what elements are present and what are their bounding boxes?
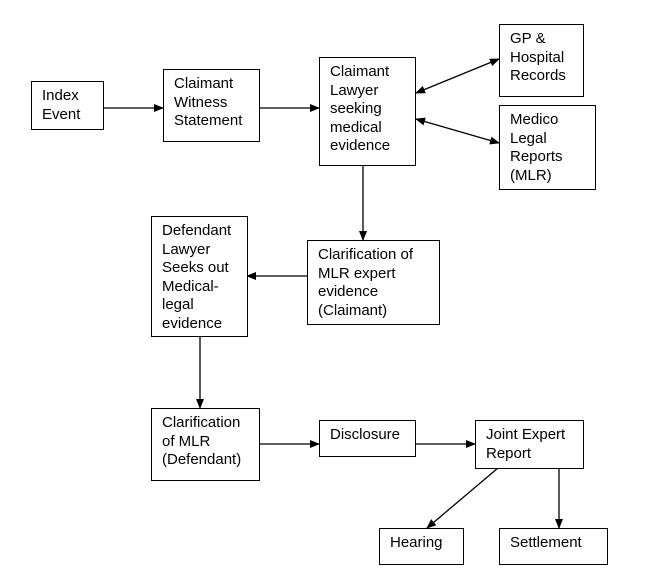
node-disclosure: Disclosure bbox=[319, 420, 416, 457]
node-joint-expert-report: Joint Expert Report bbox=[475, 420, 584, 469]
node-claimant-witness-statement: Claimant Witness Statement bbox=[163, 69, 260, 142]
arrow-claimant-lawyer-gp-records bbox=[415, 58, 500, 94]
node-claimant-lawyer: Claimant Lawyer seeking medical evidence bbox=[319, 57, 416, 166]
arrow-joint-expert-to-hearing bbox=[426, 467, 499, 529]
node-settlement: Settlement bbox=[499, 528, 608, 565]
node-clarification-defendant: Clarification of MLR (Defendant) bbox=[151, 408, 260, 481]
arrow-claimant-lawyer-medico-legal bbox=[415, 117, 500, 145]
node-medico-legal-reports: Medico Legal Reports (MLR) bbox=[499, 105, 596, 190]
node-defendant-lawyer: Defendant Lawyer Seeks out Medical- lega… bbox=[151, 216, 248, 337]
node-clarification-claimant: Clarification of MLR expert evidence (Cl… bbox=[307, 240, 440, 325]
node-index-event: Index Event bbox=[31, 81, 104, 130]
node-hearing: Hearing bbox=[379, 528, 464, 565]
node-gp-hospital-records: GP & Hospital Records bbox=[499, 24, 584, 97]
